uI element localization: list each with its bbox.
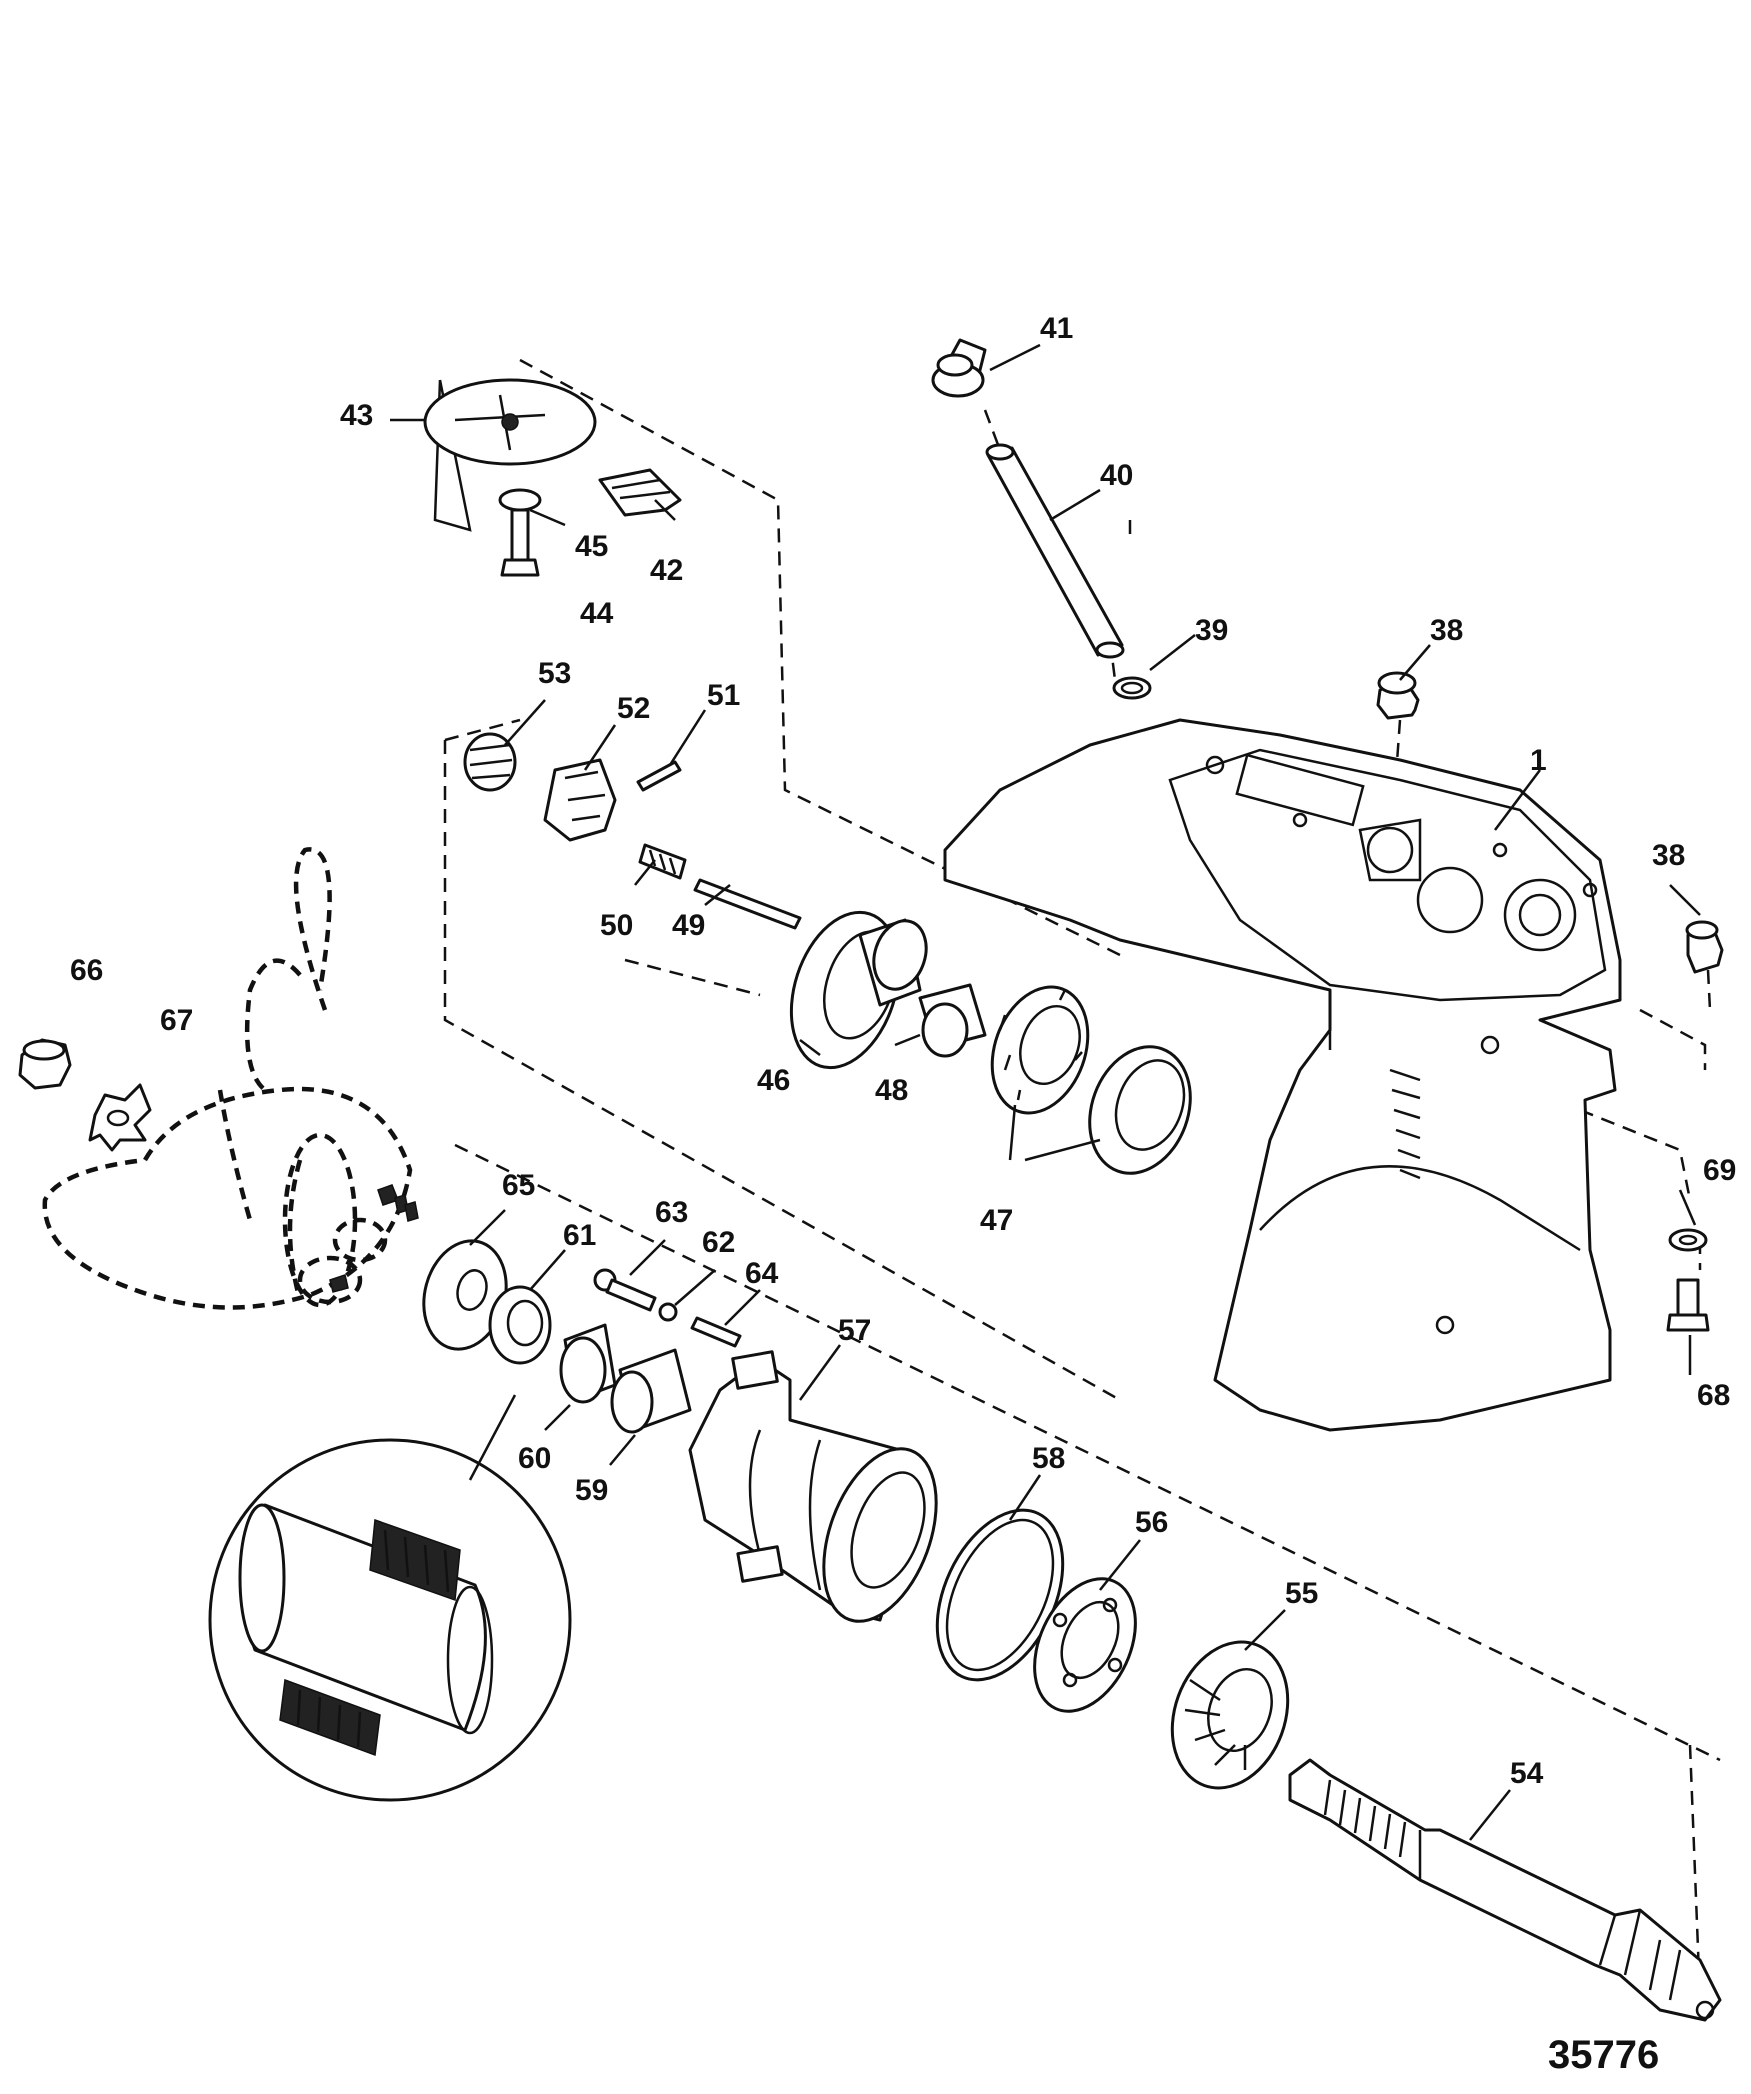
housing-bolt [1666,1228,1710,1332]
callout-52: 52 [617,692,650,725]
callout-1: 1 [1530,744,1547,777]
callout-38-top: 38 [1430,614,1463,647]
forward-gear-and-shaft [935,1508,1722,2022]
callout-48: 48 [875,1074,908,1107]
callout-59: 59 [575,1474,608,1507]
callout-51: 51 [707,679,740,712]
callout-40: 40 [1100,459,1133,492]
callout-63: 63 [655,1196,688,1229]
callout-65: 65 [502,1169,535,1202]
callout-67: 67 [160,1004,193,1037]
callout-61: 61 [563,1219,596,1252]
callout-44: 44 [580,597,614,630]
callout-42: 42 [650,554,683,587]
bearing-carrier [688,1350,938,1623]
callout-49: 49 [672,909,705,942]
callout-labels: 1 38 38 39 40 41 42 43 44 45 46 47 48 49… [70,312,1736,2077]
callout-38-right: 38 [1652,839,1685,872]
callout-56: 56 [1135,1506,1168,1539]
gear-housing [943,718,1622,1432]
callout-47: 47 [980,1204,1013,1237]
callout-66: 66 [70,954,103,987]
callout-55: 55 [1285,1577,1318,1610]
bearing-detail-inset [208,1438,572,1802]
shift-components [463,732,802,930]
leader-lines [390,343,1701,1841]
figure-number: 35776 [1548,2033,1659,2077]
callout-68: 68 [1697,1379,1730,1412]
callout-62: 62 [702,1226,735,1259]
callout-43: 43 [340,399,373,432]
callout-69: 69 [1703,1154,1736,1187]
callout-46: 46 [757,1064,790,1097]
propeller-outline [18,847,419,1310]
callout-60: 60 [518,1442,551,1475]
reverse-gear-assembly [789,910,1192,1175]
callout-41: 41 [1040,312,1073,345]
callout-45: 45 [575,530,608,563]
water-tube-assembly [931,338,1152,700]
bearing-carrier-components [422,1239,742,1434]
callout-39: 39 [1195,614,1228,647]
callout-58: 58 [1032,1442,1065,1475]
callout-53: 53 [538,657,571,690]
callout-57: 57 [838,1314,871,1347]
callout-50: 50 [600,909,633,942]
callout-54: 54 [1510,1757,1544,1790]
housing-nuts [1376,671,1724,974]
trim-tab-assembly [423,378,682,577]
callout-64: 64 [745,1257,779,1290]
